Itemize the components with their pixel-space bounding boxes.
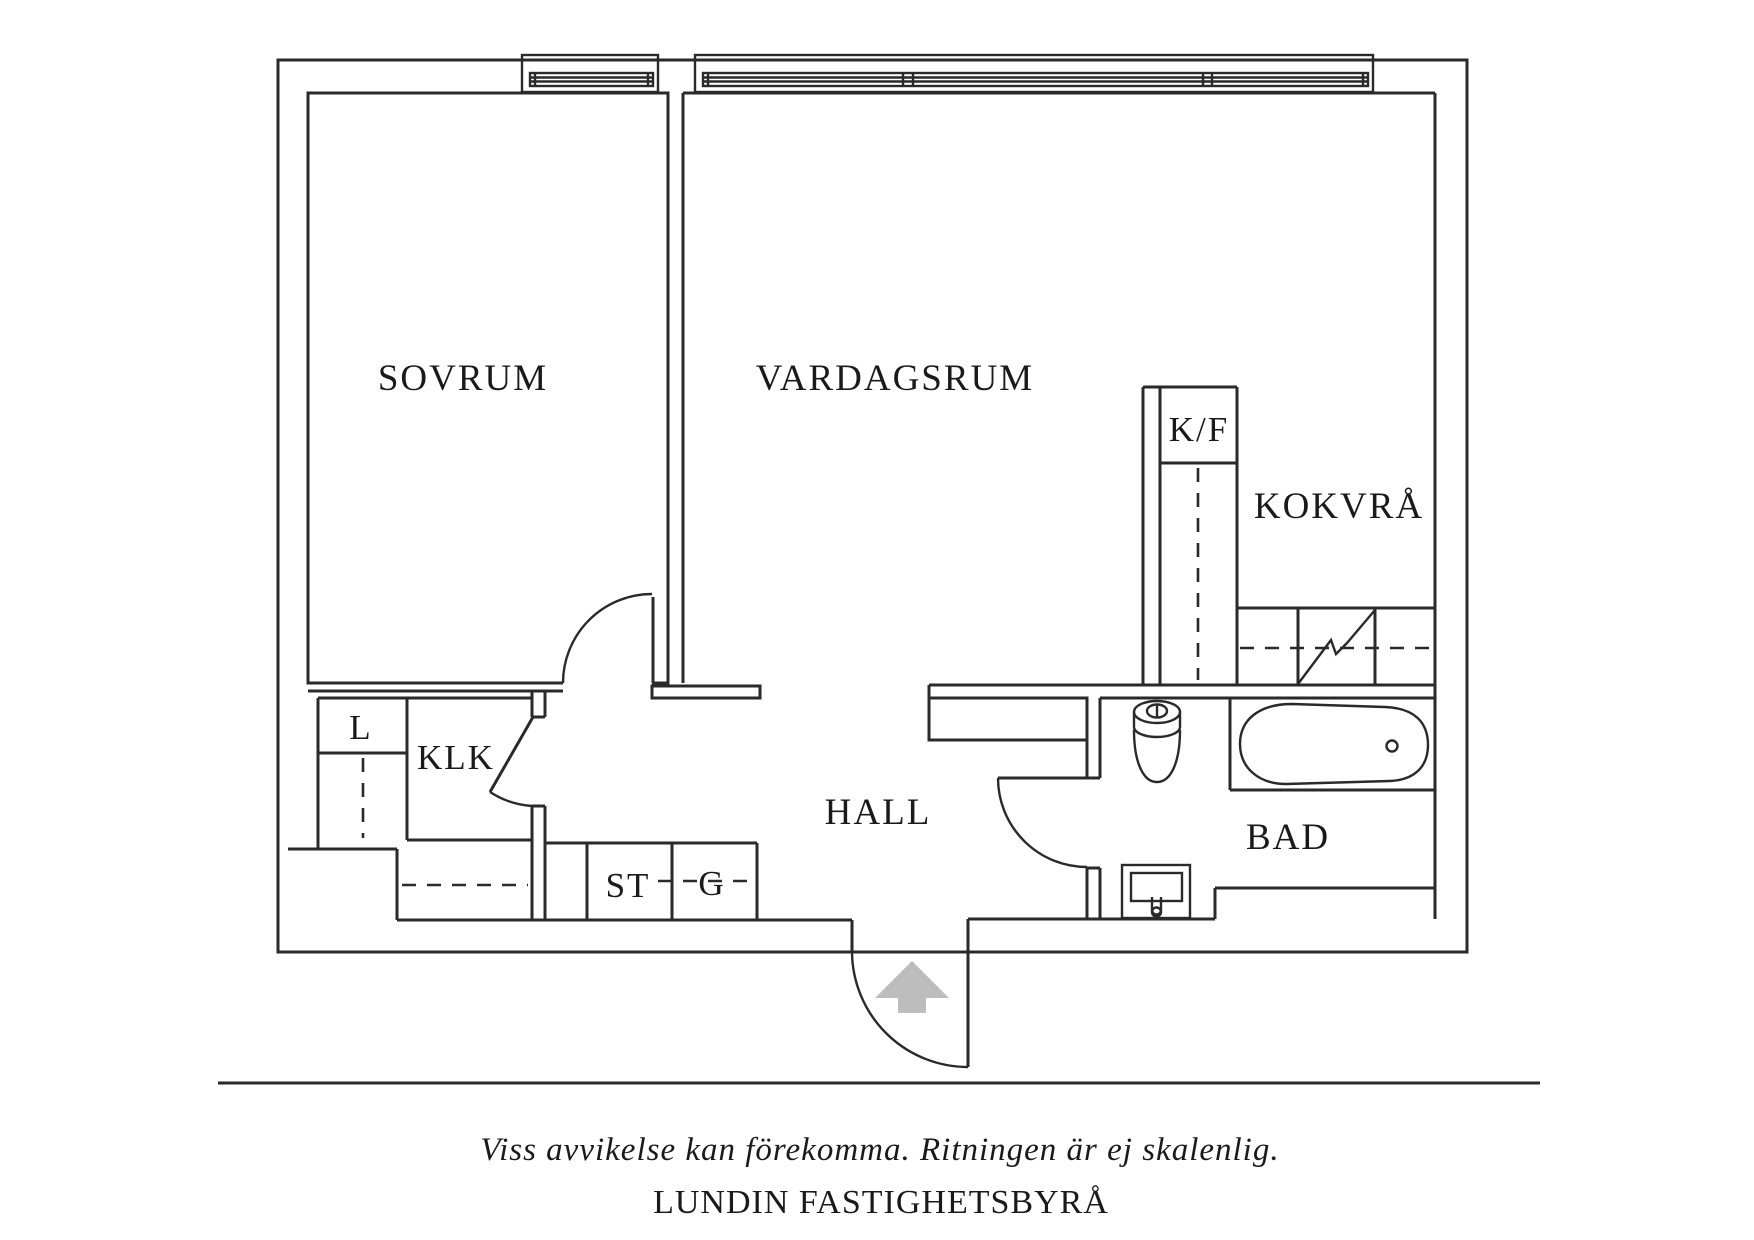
closet-walls xyxy=(288,696,532,920)
kitchen-unit xyxy=(1141,385,1435,685)
footer: Viss avvikelse kan förekomma. Ritningen … xyxy=(218,1081,1540,1221)
outer-walls xyxy=(276,58,1469,954)
sink-icon xyxy=(1120,863,1192,920)
label-kf: K/F xyxy=(1169,410,1229,449)
bathroom-step xyxy=(1213,886,1435,919)
room-vardagsrum-walls xyxy=(650,91,1437,919)
label-kokvra: KOKVRÅ xyxy=(1254,486,1424,527)
label-vardagsrum: VARDAGSRUM xyxy=(756,358,1034,399)
label-sovrum: SOVRUM xyxy=(378,358,548,399)
label-g: G xyxy=(698,864,725,903)
entrance-door xyxy=(850,919,970,1069)
label-klk: KLK xyxy=(417,738,495,777)
label-l: L xyxy=(349,708,372,747)
label-st: ST xyxy=(606,866,651,905)
entrance-arrow-icon xyxy=(875,961,949,1013)
room-sovrum-walls xyxy=(306,91,670,693)
bathtub-icon xyxy=(1228,698,1435,792)
bottom-walls xyxy=(397,917,1215,952)
toilet-icon xyxy=(1132,699,1182,784)
window-icon xyxy=(520,53,1375,94)
footer-brand: LUNDIN FASTIGHETSBYRÅ xyxy=(653,1184,1109,1221)
klk-door xyxy=(488,691,547,920)
hall-bath-walls xyxy=(927,683,1435,920)
bathroom-door xyxy=(996,776,1100,869)
label-hall: HALL xyxy=(825,792,932,833)
footer-disclaimer: Viss avvikelse kan förekomma. Ritningen … xyxy=(480,1132,1279,1168)
sovrum-door xyxy=(561,592,655,684)
st-g-closets xyxy=(545,841,759,920)
label-bad: BAD xyxy=(1246,817,1330,858)
stove-icon xyxy=(1297,609,1376,685)
